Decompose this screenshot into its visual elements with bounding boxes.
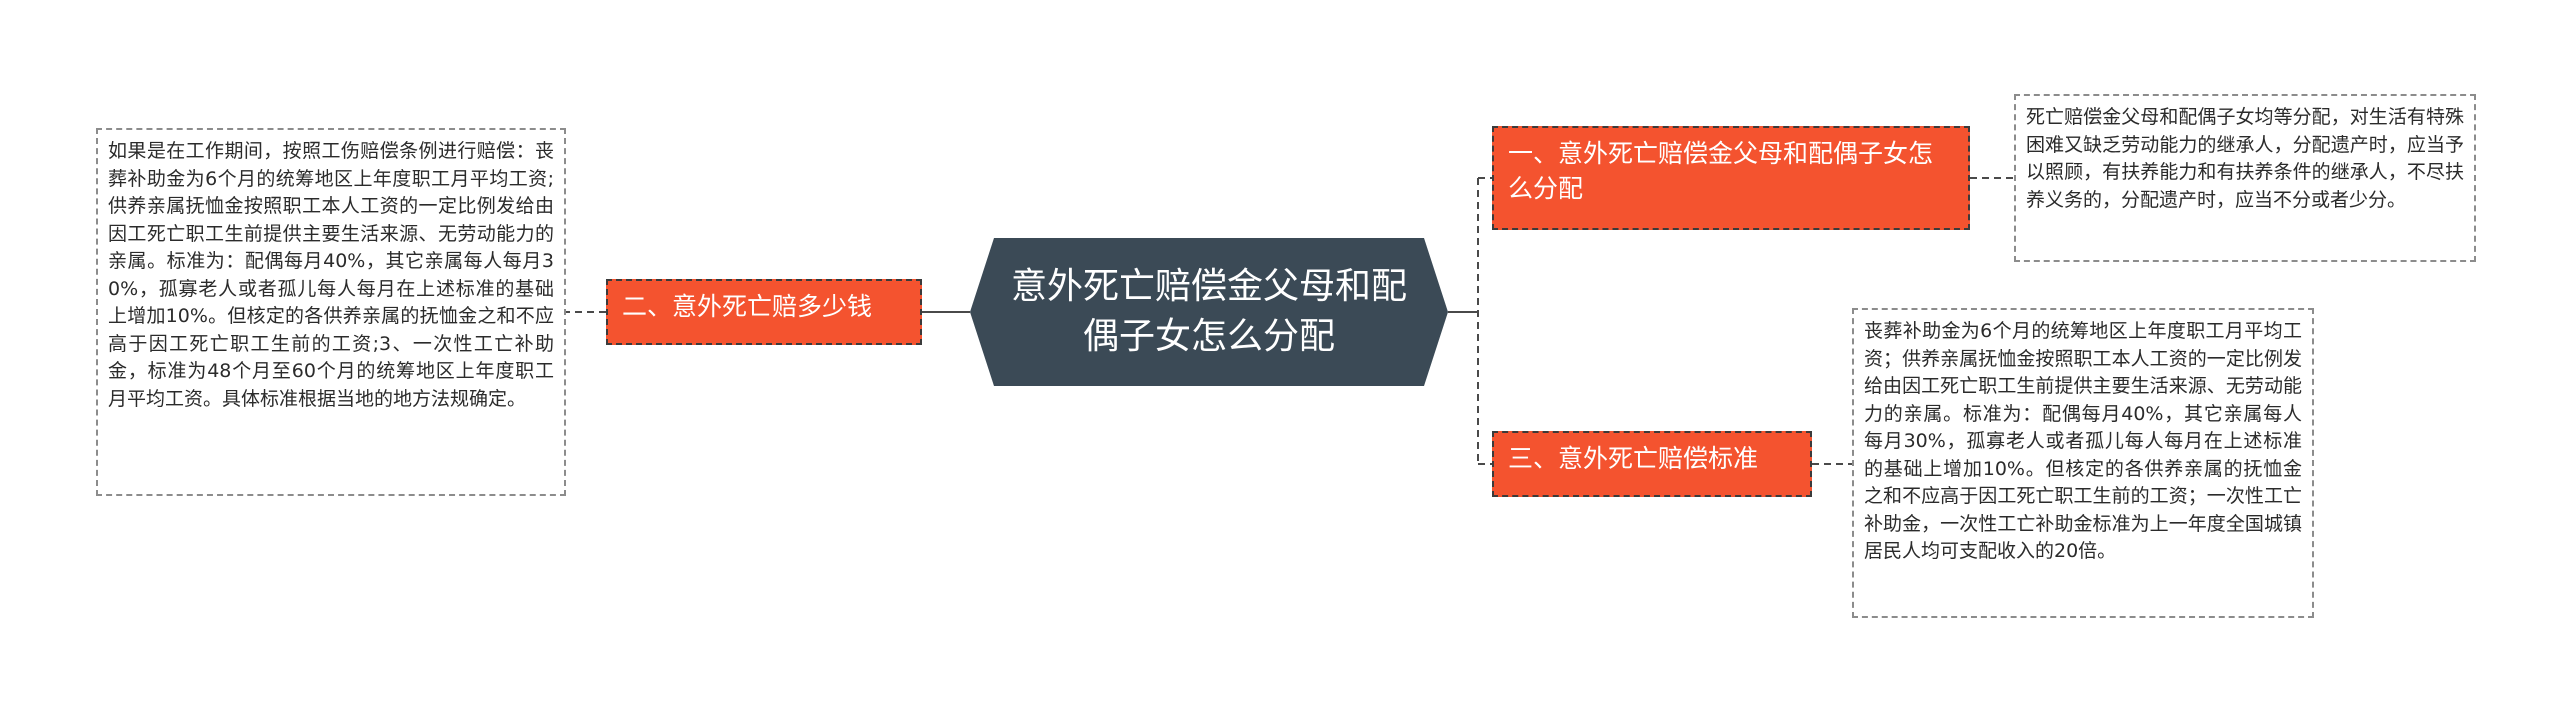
branch-3-detail[interactable]: 丧葬补助金为6个月的统筹地区上年度职工月平均工资；供养亲属抚恤金按照职工本人工资… [1852,308,2314,618]
branch-2-detail[interactable]: 如果是在工作期间，按照工伤赔偿条例进行赔偿：丧葬补助金为6个月的统筹地区上年度职… [96,128,566,496]
central-topic[interactable]: 意外死亡赔偿金父母和配偶子女怎么分配 [970,238,1448,386]
branch-topic-2-label: 二、意外死亡赔多少钱 [622,292,873,321]
branch-topic-3[interactable]: 三、意外死亡赔偿标准 [1492,431,1812,497]
branch-2-detail-text: 如果是在工作期间，按照工伤赔偿条例进行赔偿：丧葬补助金为6个月的统筹地区上年度职… [108,140,554,410]
branch-topic-3-label: 三、意外死亡赔偿标准 [1508,444,1759,473]
branch-topic-1[interactable]: 一、意外死亡赔偿金父母和配偶子女怎么分配 [1492,126,1970,230]
branch-1-detail[interactable]: 死亡赔偿金父母和配偶子女均等分配，对生活有特殊困难又缺乏劳动能力的继承人，分配遗… [2014,94,2476,262]
central-topic-label: 意外死亡赔偿金父母和配偶子女怎么分配 [1010,266,1407,357]
branch-1-detail-text: 死亡赔偿金父母和配偶子女均等分配，对生活有特殊困难又缺乏劳动能力的继承人，分配遗… [2026,106,2464,211]
branch-topic-2[interactable]: 二、意外死亡赔多少钱 [606,279,922,345]
branch-topic-1-label: 一、意外死亡赔偿金父母和配偶子女怎么分配 [1508,139,1934,203]
branch-3-detail-text: 丧葬补助金为6个月的统筹地区上年度职工月平均工资；供养亲属抚恤金按照职工本人工资… [1864,320,2302,562]
